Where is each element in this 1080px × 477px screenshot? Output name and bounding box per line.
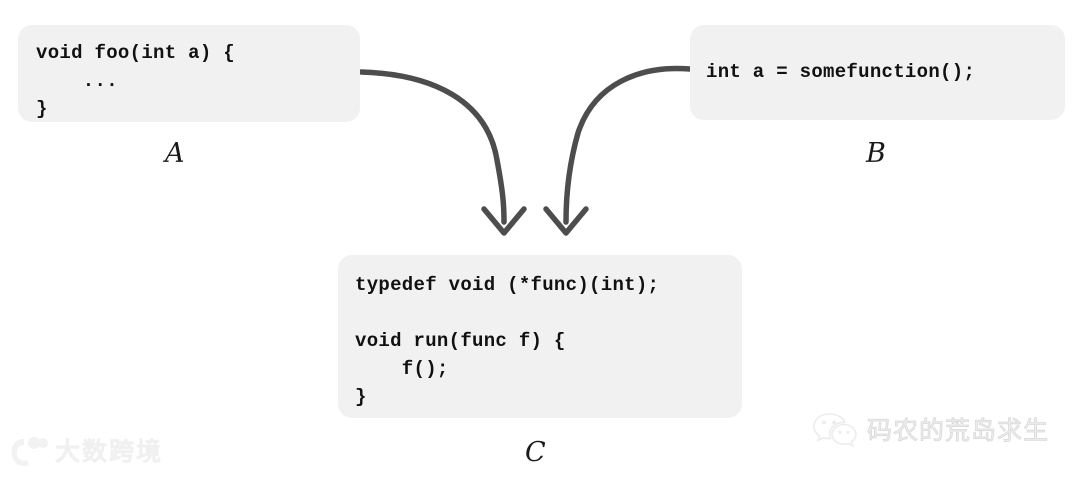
wechat-icon	[813, 413, 857, 447]
watermark-right: 码农的荒岛求生	[812, 411, 1049, 447]
watermark-left: 大数跨境	[8, 432, 163, 468]
box-label-c: C	[525, 437, 547, 468]
arrow-a-to-c	[358, 69, 527, 236]
box-label-b: B	[866, 138, 887, 169]
code-text-c: typedef void (*func)(int); void run(func…	[355, 274, 660, 408]
watermark-left-text: 大数跨境	[55, 437, 164, 466]
arrow-b-to-c	[543, 65, 693, 236]
watermark-right-text: 码农的荒岛求生	[867, 416, 1050, 446]
code-text-b: int a = somefunction();	[706, 61, 976, 83]
code-box-b: int a = somefunction();	[690, 25, 1065, 120]
code-box-c: typedef void (*func)(int); void run(func…	[338, 255, 742, 418]
brand-logo-icon	[11, 437, 48, 466]
box-label-a: A	[165, 138, 185, 169]
code-text-a: void foo(int a) { ... }	[36, 42, 235, 120]
code-box-a: void foo(int a) { ... }	[18, 25, 360, 122]
